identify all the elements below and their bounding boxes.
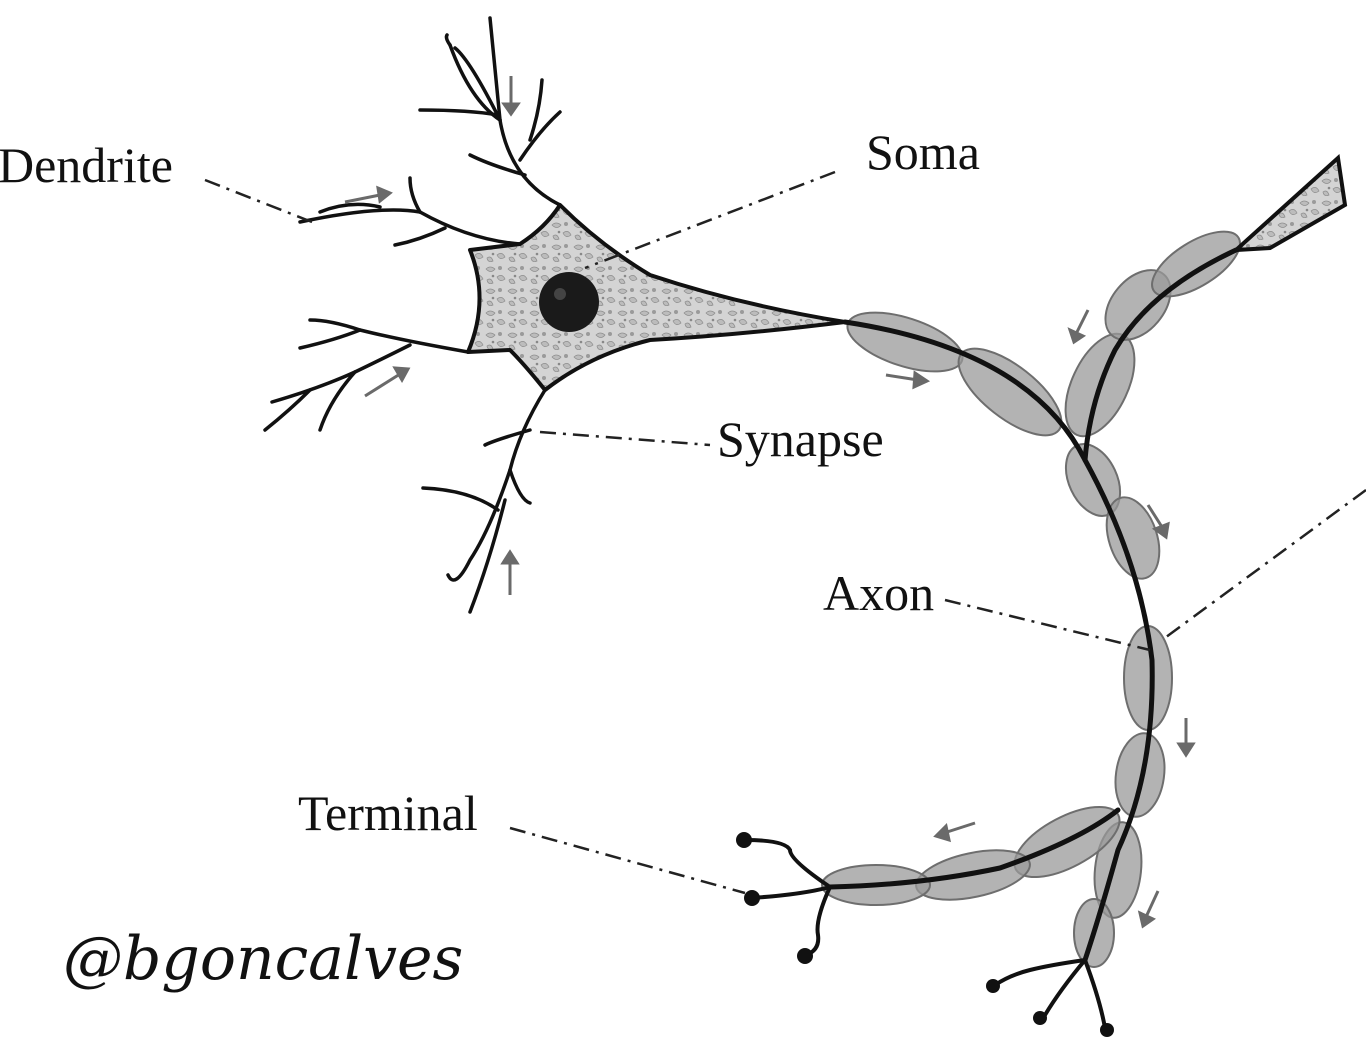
terminal-label: Terminal	[298, 784, 478, 842]
soma-leader	[585, 172, 835, 268]
author-credit: @bgoncalves	[63, 924, 463, 994]
axon-leader-right	[1162, 490, 1366, 640]
terminals-right	[995, 960, 1105, 1028]
synapse-leader	[540, 432, 710, 445]
soma-label: Soma	[866, 123, 980, 181]
dendrite-label: Dendrite	[0, 136, 173, 194]
synapse-label: Synapse	[717, 410, 884, 468]
soma-body	[468, 205, 845, 390]
terminal-leader	[510, 828, 745, 893]
axon-label: Axon	[823, 564, 934, 622]
nucleus	[539, 272, 599, 332]
axon-leader	[945, 600, 1150, 650]
axon-branch-upper	[1236, 158, 1345, 250]
dendrite-leader	[205, 180, 312, 222]
